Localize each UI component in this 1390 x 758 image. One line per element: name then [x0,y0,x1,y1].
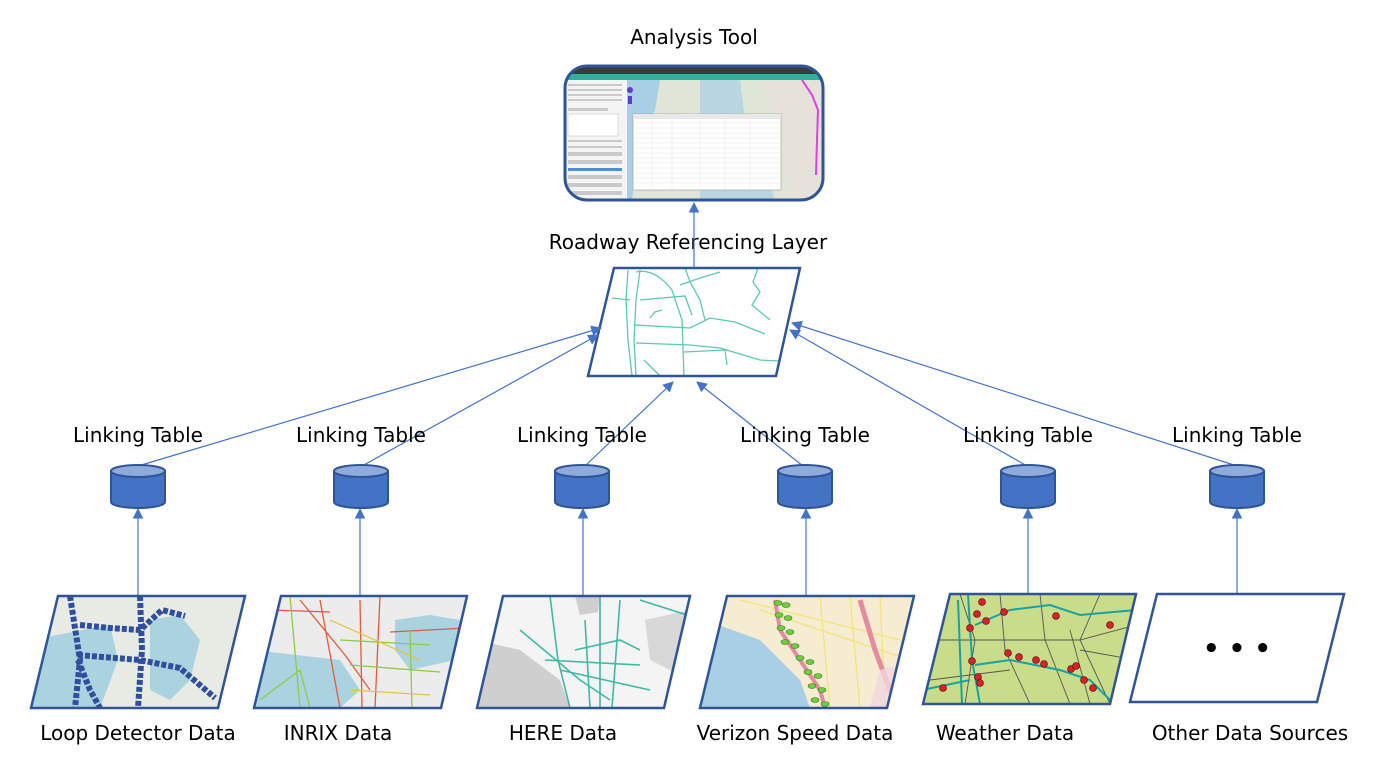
linking-table-label: Linking Table [296,423,426,447]
linking-table-label: Linking Table [1172,423,1302,447]
data-source-weather: Weather Data [921,592,1138,745]
connectors [132,201,1243,596]
data-source-loop-detector: Loop Detector Data [29,594,247,745]
data-source-here: HERE Data [475,594,692,745]
analysis-tool-thumbnail [563,64,825,202]
analysis-tool-label: Analysis Tool [630,25,758,49]
linking-table-3: Linking Table [517,423,647,509]
linking-table-label: Linking Table [517,423,647,447]
linking-table-label: Linking Table [73,423,203,447]
arrow-lt4-to-ref [696,381,804,467]
data-source-label: Verizon Speed Data [697,721,894,745]
here-map-thumbnail [477,596,690,708]
arrow-lt2-to-ref [361,334,599,467]
arrow-lt3-to-ref [584,381,674,467]
linking-table-5: Linking Table [963,423,1093,509]
database-cylinder-icon [554,464,610,509]
data-source-label: INRIX Data [284,721,392,745]
weather-map-thumbnail [923,594,1136,704]
data-source-other: • • • Other Data Sources [1128,592,1348,745]
database-cylinder-icon [777,464,833,509]
data-source-inrix: INRIX Data [252,594,469,745]
database-cylinder-icon [333,464,389,509]
inrix-map-thumbnail [254,596,467,708]
ellipsis-icon: • • • [1203,634,1271,664]
database-cylinder-icon [110,464,166,509]
database-cylinder-icon [1000,464,1056,509]
data-source-label: Other Data Sources [1152,721,1348,745]
linking-table-1: Linking Table [73,423,203,509]
database-cylinder-icon [1209,464,1265,509]
empty-source-placeholder [1128,592,1346,704]
data-source-label: Weather Data [936,721,1074,745]
linking-table-2: Linking Table [296,423,426,509]
data-source-label: HERE Data [509,721,617,745]
verizon-map-thumbnail [700,596,914,708]
linking-table-4: Linking Table [740,423,870,509]
loop-detector-map-thumbnail [31,596,245,708]
linking-table-6: Linking Table [1172,423,1302,509]
linking-table-label: Linking Table [963,423,1093,447]
arrow-lt1-to-ref [137,325,603,467]
linking-table-label: Linking Table [740,423,870,447]
data-source-label: Loop Detector Data [40,721,236,745]
referencing-layer-label: Roadway Referencing Layer [549,230,828,254]
referencing-layer-thumbnail [586,266,802,378]
linking-tables: Linking Table Linking Table Linking Tabl… [73,423,1302,509]
arrow-lt6-to-ref [790,320,1238,467]
data-source-verizon: Verizon Speed Data [697,594,916,745]
arrow-lt5-to-ref [789,329,1028,467]
weather-station-markers [939,598,1114,692]
